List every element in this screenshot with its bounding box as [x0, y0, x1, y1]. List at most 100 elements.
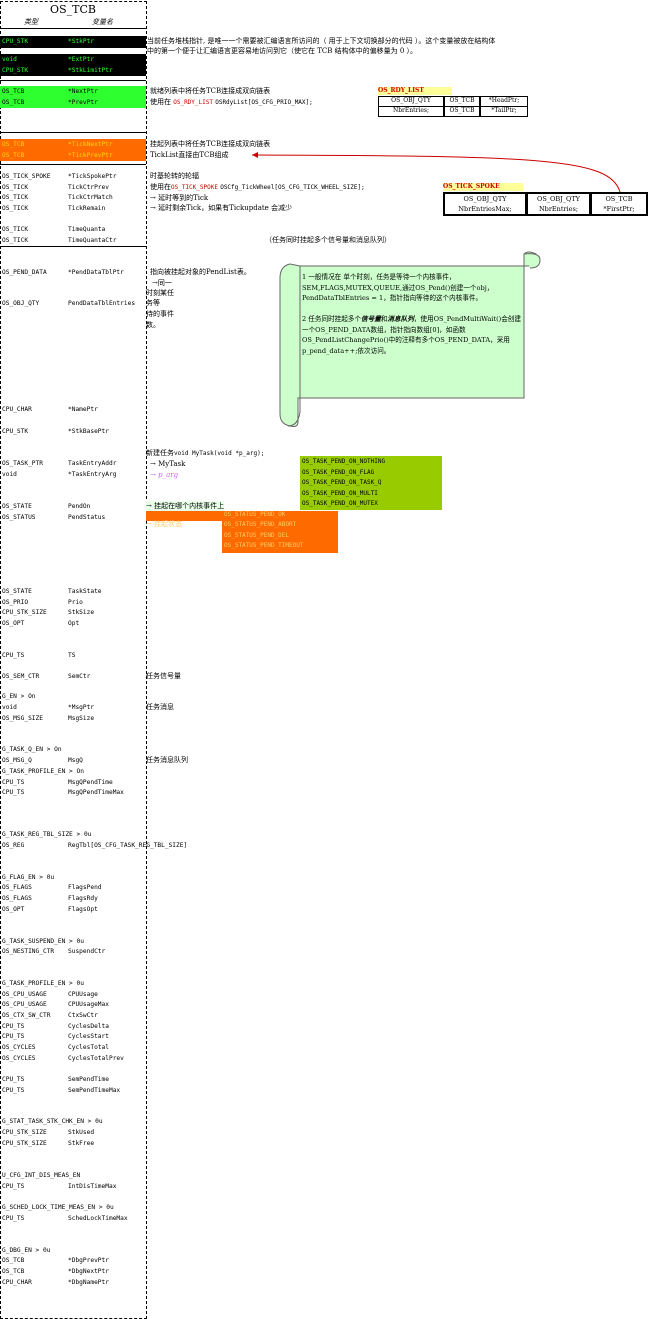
tcb-field-row: G_TASK_REG_TBL_SIZE > 0u	[0, 829, 146, 840]
pend-note-line4: 务等	[146, 299, 160, 307]
header-divider	[0, 28, 146, 29]
scroll-para-2: 2 任务同时挂起多个信号量和消息队列，使用OS_PendMultiWait()会…	[302, 315, 521, 355]
tcb-field-row: G_SCHED_LOCK_TIME_MEAS_EN > 0u	[0, 1202, 146, 1213]
field-name: *DbgNamePtr	[68, 1279, 109, 1286]
tcb-field-row: void *MsgPtr	[0, 702, 146, 713]
field-type: CPU_TS	[2, 1087, 25, 1094]
status-item: OS_STATUS_PEND_DEL	[224, 531, 290, 539]
status-item: OS_STATUS_PEND_OK	[224, 511, 286, 518]
rdy-box-r2c3: *TailPtr;	[480, 106, 528, 117]
field-name: TickCtrPrev	[68, 184, 109, 191]
field-name: TaskEntryAddr	[68, 460, 117, 467]
tcb-field-row: CPU_STK*StkPtr	[0, 36, 146, 48]
pend-note-line1: 指向被挂起对象的PendList表。	[150, 268, 251, 276]
field-name: TaskState	[68, 588, 102, 595]
tcb-field-row: OS_TCB*PrevPtr	[0, 97, 146, 108]
tcb-field-row: G_DBG_EN > 0u	[0, 1245, 146, 1256]
field-name: PendStatus	[68, 514, 106, 521]
field-type: OS_TICK	[2, 194, 29, 201]
field-name: *TickPrevPtr	[68, 152, 113, 159]
field-name: StkUsed	[68, 1129, 95, 1136]
field-type: G_TASK_PROFILE_EN > 0u	[2, 980, 84, 987]
tick-note-line2: TickList直接由TCB组成	[150, 151, 229, 159]
field-name: *PendDataTblPtr	[68, 269, 124, 276]
scroll-para-1: 1 一般情况在 单个时刻，任务是等待一个内核事件，SEM,FLAGS,MUTEX…	[302, 273, 494, 302]
field-type: void	[2, 56, 17, 63]
field-name: *ExtPtr	[68, 56, 95, 63]
rdy-note-line2: 使用在 OS_RDY_LIST OSRdyList[OS_CFG_PRIO_MA…	[150, 98, 313, 106]
field-name: MsgSize	[68, 715, 95, 722]
field-name: PendOn	[68, 503, 91, 510]
field-type: OS_TCB	[2, 1268, 25, 1275]
tcb-field-row: void*TaskEntryArg	[0, 469, 146, 480]
field-name: *DbgPrevPtr	[68, 1257, 109, 1264]
field-type: CPU_TS	[2, 1023, 25, 1030]
field-name: *PrevPtr	[68, 99, 98, 106]
col-type-header: 类型	[24, 18, 38, 26]
spoke-box-c1: OS_OBJ_QTY NbrEntriesMax;	[443, 192, 527, 216]
field-type: OS_NESTING_CTR	[2, 948, 55, 955]
field-type: G_SCHED_LOCK_TIME_MEAS_EN > 0u	[2, 1204, 114, 1211]
field-name: SchedLockTimeMax	[68, 1215, 128, 1222]
status-item: OS_STATUS_PEND_ABORT	[224, 521, 297, 529]
field-type: OS_TASK_PTR	[2, 460, 43, 467]
field-type: CPU_TS	[2, 1076, 25, 1083]
field-name: StkFree	[68, 1140, 95, 1147]
field-type: OS_CPU_USAGE	[2, 991, 47, 998]
tcb-field-row: G_STAT_TASK_STK_CHK_EN > 0u	[0, 1116, 146, 1127]
field-name: *MsgPtr	[68, 704, 95, 711]
tcb-field-row: OS_TICK_SPOKE*TickSpokePtr	[0, 171, 146, 182]
field-type: G_EN > On	[2, 693, 36, 700]
field-type: OS_TICK	[2, 205, 29, 212]
field-name: SemPendTimeMax	[68, 1087, 121, 1094]
status-item: OS_STATUS_PEND_TIMEOUT	[224, 542, 304, 550]
tcb-field-row: G_EN > On	[0, 691, 146, 702]
field-type: G_TASK_PROFILE_EN > On	[2, 768, 84, 775]
field-type: OS_PEND_DATA	[2, 269, 47, 276]
field-type: CPU_TS	[2, 1033, 25, 1040]
pendon-item: OS_TASK_PEND_ON_TASK_Q	[302, 479, 382, 487]
field-name: CPUUsage	[68, 991, 98, 998]
field-name: TimeQuantaCtr	[68, 237, 117, 244]
scroll-shape	[279, 251, 541, 427]
col-name-header: 变量名	[92, 18, 113, 26]
multi-pend-caption: （任务同时挂起多个信号量和消息队列）	[265, 236, 391, 244]
field-name: FlagsPend	[68, 884, 102, 891]
field-name: *TickNextPtr	[68, 141, 113, 148]
rdy-list-title: OS_RDY_LIST	[378, 87, 452, 95]
field-name: TS	[68, 652, 76, 659]
field-type: void	[2, 704, 17, 711]
field-type: U_CFG_INT_DIS_MEAS_EN	[2, 1172, 81, 1179]
ticklist-arrow	[251, 152, 621, 193]
tcb-field-row: G_TASK_SUSPEND_EN > 0u	[0, 936, 146, 947]
field-type: OS_TCB	[2, 88, 25, 95]
field-name: *NamePtr	[68, 406, 98, 413]
tcb-field-row: OS_TCB*NextPtr	[0, 86, 146, 97]
field-name: *TickSpokePtr	[68, 173, 117, 180]
tcb-field-row: OS_TCB*TickPrevPtr	[0, 150, 146, 161]
tcb-field-row: G_FLAG_EN > 0u	[0, 872, 146, 883]
tcb-title: OS_TCB	[50, 3, 96, 16]
field-type: CPU_STK_SIZE	[2, 609, 47, 616]
field-type: G_DBG_EN > 0u	[2, 1247, 51, 1254]
spoke-note-line2: 使用在OS_TICK_SPOKE OSCfg_TickWheel[OS_CFG_…	[150, 183, 365, 191]
pend-note-line5: 待的事件	[146, 310, 174, 318]
pendon-item: OS_TASK_PEND_ON_NOTHING	[302, 458, 386, 465]
stk-note-line1: 当前任务堆栈指针, 是唯一一个需要被汇编语言所访问的（ 用于上下文切换部分的代码…	[147, 37, 496, 45]
divider	[0, 246, 146, 247]
newtask-line3: → p_arg	[150, 471, 179, 479]
